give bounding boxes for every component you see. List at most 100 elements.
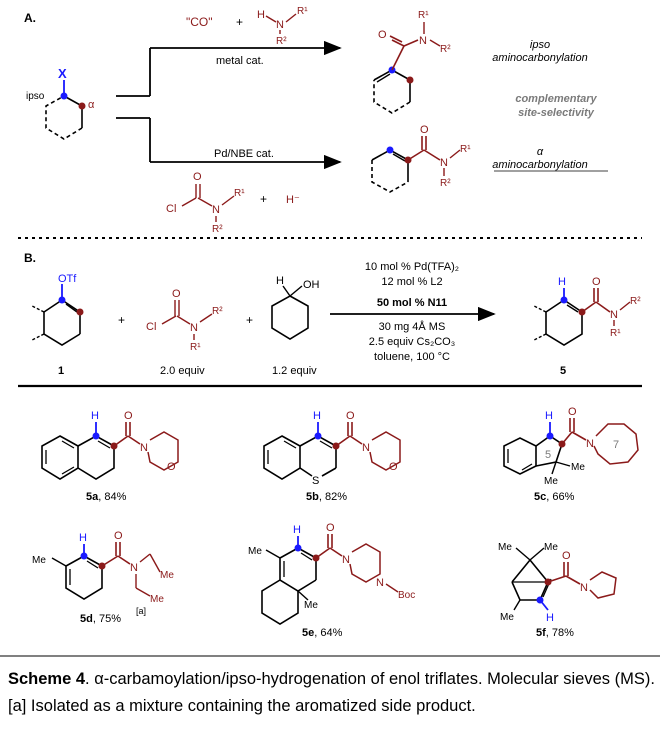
svg-text:R²: R² [440,178,451,189]
svg-text:O: O [124,410,133,422]
svg-text:Cl: Cl [146,321,156,333]
plus-b2: + [246,313,253,327]
ipso-label-line1: ipso [530,39,550,51]
svg-text:O: O [114,530,123,542]
complementary-note-line1: complementary [515,93,597,105]
product-5: H O N R² R¹ 5 [533,276,641,377]
reaction-scheme: A. X ipso α "CO" + H N R¹ R² metal cat. [0,6,660,657]
svg-text:R¹: R¹ [418,10,429,21]
compound-5f: Me Me Me H O N 5f, 78% [498,542,617,639]
svg-text:H: H [79,532,87,544]
svg-text:R²: R² [212,306,223,317]
otf-group: OTf [58,273,77,285]
svg-text:7: 7 [613,439,619,451]
svg-text:R¹: R¹ [190,342,201,353]
svg-text:H: H [91,410,99,422]
note-a: [a] [136,606,146,616]
svg-text:R¹: R¹ [234,188,245,199]
scheme-caption: Scheme 4. α-carbamoylation/ipso-hydrogen… [8,666,656,720]
svg-text:N: N [586,438,594,450]
condition-3: 50 mol % N11 [377,297,447,309]
svg-text:5e, 64%: 5e, 64% [302,627,343,639]
svg-text:5c, 66%: 5c, 66% [534,491,575,503]
svg-text:H: H [257,9,265,21]
svg-text:5f, 78%: 5f, 78% [536,627,574,639]
compound-5a: H O N O 5a, 84% [41,410,179,503]
svg-text:Boc: Boc [398,590,415,601]
svg-text:R¹: R¹ [460,144,471,155]
svg-text:H: H [313,410,321,422]
hydride: H⁻ [286,194,300,206]
alpha-label-line1: α [537,146,544,158]
svg-text:5a, 84%: 5a, 84% [86,491,127,503]
svg-text:N: N [190,322,198,334]
svg-text:N: N [419,35,427,47]
compound-5b: S H O N O 5b, 82% [263,410,401,503]
svg-text:5d, 75%: 5d, 75% [80,613,121,625]
pd-nbe-catalyst: Pd/NBE cat. [214,148,274,160]
plus-sign: + [236,15,243,29]
svg-text:Me: Me [304,600,318,611]
svg-text:Me: Me [544,476,558,487]
section-a-label: A. [24,11,36,25]
condition-5: 2.5 equiv Cs₂CO₃ [369,336,455,348]
svg-text:S: S [312,475,319,487]
svg-text:O: O [420,124,429,136]
svg-text:Me: Me [248,546,262,557]
oh-group: OH [303,279,320,291]
condition-1: 10 mol % Pd(TFA)₂ [365,261,459,273]
svg-text:H: H [293,524,301,536]
condition-2: 12 mol % L2 [381,276,442,288]
svg-text:Me: Me [544,542,558,553]
substrate-1: OTf 1 [31,273,84,377]
compound-5c: 5 H Me Me O N 7 5c, 66% [503,406,639,503]
svg-text:N: N [376,577,384,589]
cyclohexanol: OH H 1.2 equiv [271,275,320,377]
svg-text:Me: Me [571,462,585,473]
svg-text:R²: R² [276,36,287,47]
co-reagent: "CO" [186,15,213,29]
svg-text:Me: Me [150,594,164,605]
svg-text:Me: Me [500,612,514,623]
svg-text:N: N [580,582,588,594]
svg-text:O: O [167,461,176,473]
carbamoyl-equiv: 2.0 equiv [160,365,205,377]
amine-reagent: H N R¹ R² [257,6,308,47]
svg-text:O: O [389,461,398,473]
svg-text:O: O [193,171,202,183]
svg-text:H: H [276,275,284,287]
svg-text:R²: R² [630,296,641,307]
substrate-a: X ipso α [26,66,95,140]
ipso-label: ipso [26,91,45,102]
plus-sign-2: + [260,192,267,206]
svg-text:Me: Me [160,570,174,581]
svg-text:H: H [546,612,554,624]
svg-text:Me: Me [32,555,46,566]
complementary-note-line2: site-selectivity [518,107,595,119]
caption-text: . α-carbamoylation/ipso-hydrogenation of… [8,670,655,715]
svg-text:N: N [212,204,220,216]
svg-text:R¹: R¹ [297,6,308,17]
carbamoyl-chloride-a: Cl O N R¹ R² [166,171,245,235]
condition-6: toluene, 100 °C [374,351,450,363]
alpha-label: α [88,99,95,111]
x-atom: X [58,66,67,81]
svg-text:H: H [545,410,553,422]
svg-text:O: O [378,29,387,41]
svg-text:O: O [346,410,355,422]
svg-text:N: N [342,554,350,566]
svg-text:N: N [610,309,618,321]
svg-text:N: N [276,19,284,31]
svg-text:O: O [568,406,577,418]
caption-title: Scheme 4 [8,670,86,688]
svg-text:O: O [562,550,571,562]
ipso-product: O N R¹ R² [373,10,451,114]
svg-text:5b, 82%: 5b, 82% [306,491,347,503]
section-b-label: B. [24,251,36,265]
compound-5d: Me H O N Me Me 5d, 75% [a] [32,530,174,625]
branch-arrows [116,40,342,170]
svg-text:Cl: Cl [166,203,176,215]
alpha-label-line2: aminocarbonylation [492,159,587,171]
svg-text:R²: R² [212,224,223,235]
alpha-product: O N R¹ R² [371,124,471,193]
